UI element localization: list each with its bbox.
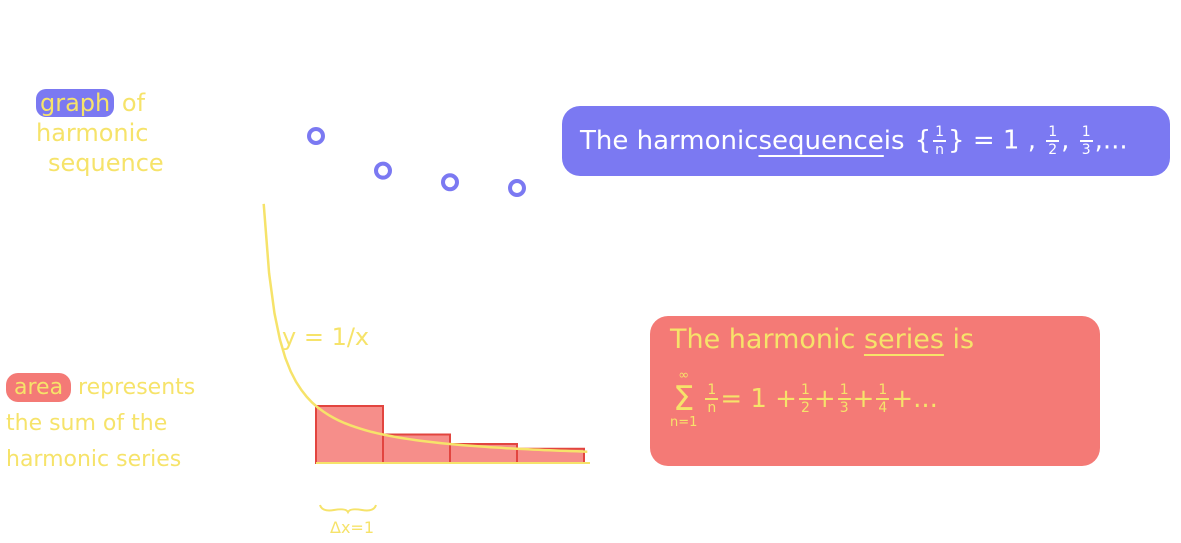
area-rectangle [382,433,451,464]
term-half-num: 1 [1046,124,1060,142]
curve-label: y = 1/x [282,323,369,351]
series-term-half-den: 2 [800,400,810,416]
set-close-brace: } [948,125,965,156]
set-open-brace: { [914,125,932,156]
area-rectangles [315,405,585,464]
series-underlined-word: series [863,324,944,355]
series-term-third-num: 1 [837,382,851,400]
sequence-underlined-word: sequence [758,126,884,156]
sigma-notation: ∞ Σ n=1 [670,369,697,429]
series-term-quarter-num: 1 [876,382,890,400]
sequence-ellipsis: ,... [1094,125,1128,156]
reciprocal-curve [262,203,588,453]
series-equals: = 1 + [720,384,797,414]
graph-note-line-3: sequence [48,149,164,177]
series-term-quarter-den: 4 [878,400,888,416]
sigma-upper: ∞ [678,368,690,383]
sequence-equals: = 1 , [964,125,1036,156]
area-note-line-3: harmonic series [6,447,182,472]
sum-fraction-num: 1 [705,382,719,400]
area-note: area represents the sum of the harmonic … [6,370,226,478]
sequence-text-post: is [883,126,905,156]
sequence-comma: , [1061,125,1070,156]
sequence-point [307,127,325,145]
series-text-pre: The harmonic [670,324,864,355]
sigma-lower: n=1 [670,415,698,430]
sequence-text-pre: The harmonic [580,126,759,156]
sequence-point [508,179,526,197]
term-third-num: 1 [1079,124,1093,142]
series-title: The harmonic series is [670,324,1080,355]
set-fraction-num: 1 [933,124,947,142]
area-highlight: area [6,373,72,402]
set-fraction-den: n [935,142,945,158]
term-half-den: 2 [1048,142,1058,158]
area-note-line-1: area represents [6,370,226,406]
graph-highlight: graph [36,89,115,117]
sigma-symbol: Σ [672,379,695,419]
graph-note-line-1: graph of [36,88,216,118]
series-text-post: is [943,324,975,355]
series-term-third-den: 3 [839,400,849,416]
series-tail: +... [891,384,938,414]
dx-brace [319,504,377,515]
sum-fraction-den: n [707,400,717,416]
sequence-dots [307,127,526,197]
sequence-point [441,173,459,192]
graph-note-of: of [114,89,146,117]
area-note-line-2: the sum of the [6,411,168,436]
series-plus-1: + [813,384,836,414]
graph-note-line-2: harmonic [36,119,149,147]
dx-label: Δx=1 [330,518,374,537]
series-plus-2: + [852,384,875,414]
series-term-half-num: 1 [798,382,812,400]
area-note-represents: represents [71,375,196,400]
sequence-point [374,161,392,180]
term-third-den: 3 [1081,142,1091,158]
graph-note: graph of harmonic sequence [36,88,216,178]
